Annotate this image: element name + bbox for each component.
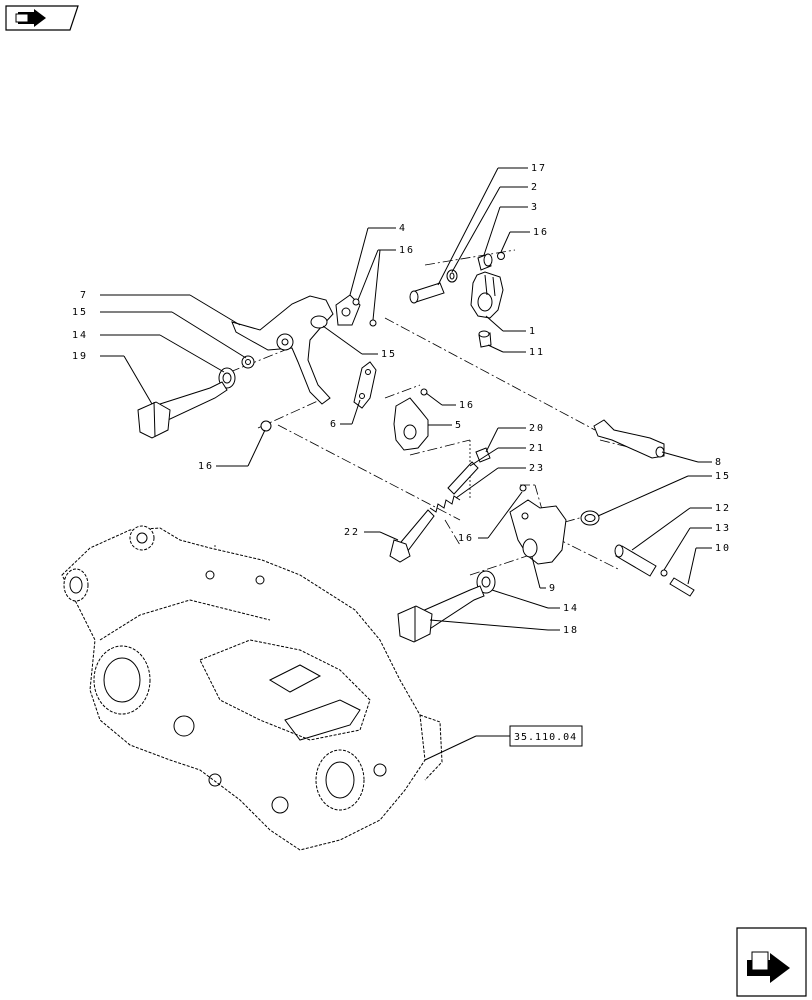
- part-6-link: [353, 361, 377, 409]
- callout-14: 14: [72, 330, 88, 341]
- leader-lines: [100, 167, 712, 761]
- part-21-threaded-rod: [447, 461, 479, 495]
- callout-12: 12: [715, 503, 731, 514]
- part-13-clip: [660, 569, 668, 577]
- callout-15: 15: [381, 349, 397, 360]
- part-5-bracket: [393, 397, 429, 451]
- callout-16: 16: [198, 461, 214, 472]
- callout-19: 19: [72, 351, 88, 362]
- part-7-lever: [231, 295, 334, 405]
- callout-4: 4: [399, 223, 407, 234]
- part-12-pin: [614, 544, 657, 577]
- callout-3: 3: [531, 202, 539, 213]
- part-15-washer-a: [241, 355, 255, 369]
- callout-1: 1: [529, 326, 537, 337]
- part-14-washer-b: [476, 570, 496, 594]
- part-2-bushing: [446, 269, 458, 283]
- reference-box[interactable]: 35.110.04: [509, 725, 583, 747]
- part-16-clip-e: [519, 484, 527, 492]
- part-9-bracket: [509, 499, 567, 565]
- part-16-clip-a: [497, 252, 505, 260]
- callout-15: 15: [715, 471, 731, 482]
- callout-9: 9: [549, 583, 557, 594]
- previous-page-icon[interactable]: [5, 5, 79, 31]
- callout-14: 14: [563, 603, 579, 614]
- part-10-pin: [669, 577, 695, 597]
- callout-2: 2: [531, 182, 539, 193]
- callout-21: 21: [529, 443, 545, 454]
- part-17-pin: [409, 282, 445, 304]
- callout-8: 8: [715, 457, 723, 468]
- reference-label: 35.110.04: [514, 732, 577, 743]
- callout-13: 13: [715, 523, 731, 534]
- callout-16: 16: [458, 533, 474, 544]
- part-18-bolt: [397, 585, 485, 643]
- part-22-rod: [389, 509, 435, 563]
- callout-16: 16: [399, 245, 415, 256]
- callout-15: 15: [72, 307, 88, 318]
- part-15-washer-c: [580, 510, 600, 526]
- next-page-icon[interactable]: [736, 927, 807, 997]
- callout-17: 17: [531, 163, 547, 174]
- callout-23: 23: [529, 463, 545, 474]
- callout-20: 20: [529, 423, 545, 434]
- part-16-clip-d: [420, 388, 428, 396]
- part-8-lever: [593, 419, 665, 459]
- part-11-plug: [478, 330, 492, 348]
- housing-assembly: [61, 525, 443, 851]
- callout-11: 11: [529, 347, 545, 358]
- part-19-bolt: [137, 381, 228, 439]
- callout-7: 7: [80, 290, 88, 301]
- callout-6: 6: [330, 419, 338, 430]
- callout-22: 22: [344, 527, 360, 538]
- part-16-clip-c: [260, 420, 272, 432]
- callout-16: 16: [459, 400, 475, 411]
- part-1-fork: [470, 271, 504, 319]
- callout-18: 18: [563, 625, 579, 636]
- callout-16: 16: [533, 227, 549, 238]
- callout-10: 10: [715, 543, 731, 554]
- part-23-spring: [429, 495, 461, 513]
- callout-5: 5: [455, 420, 463, 431]
- part-3-bushing: [477, 253, 493, 271]
